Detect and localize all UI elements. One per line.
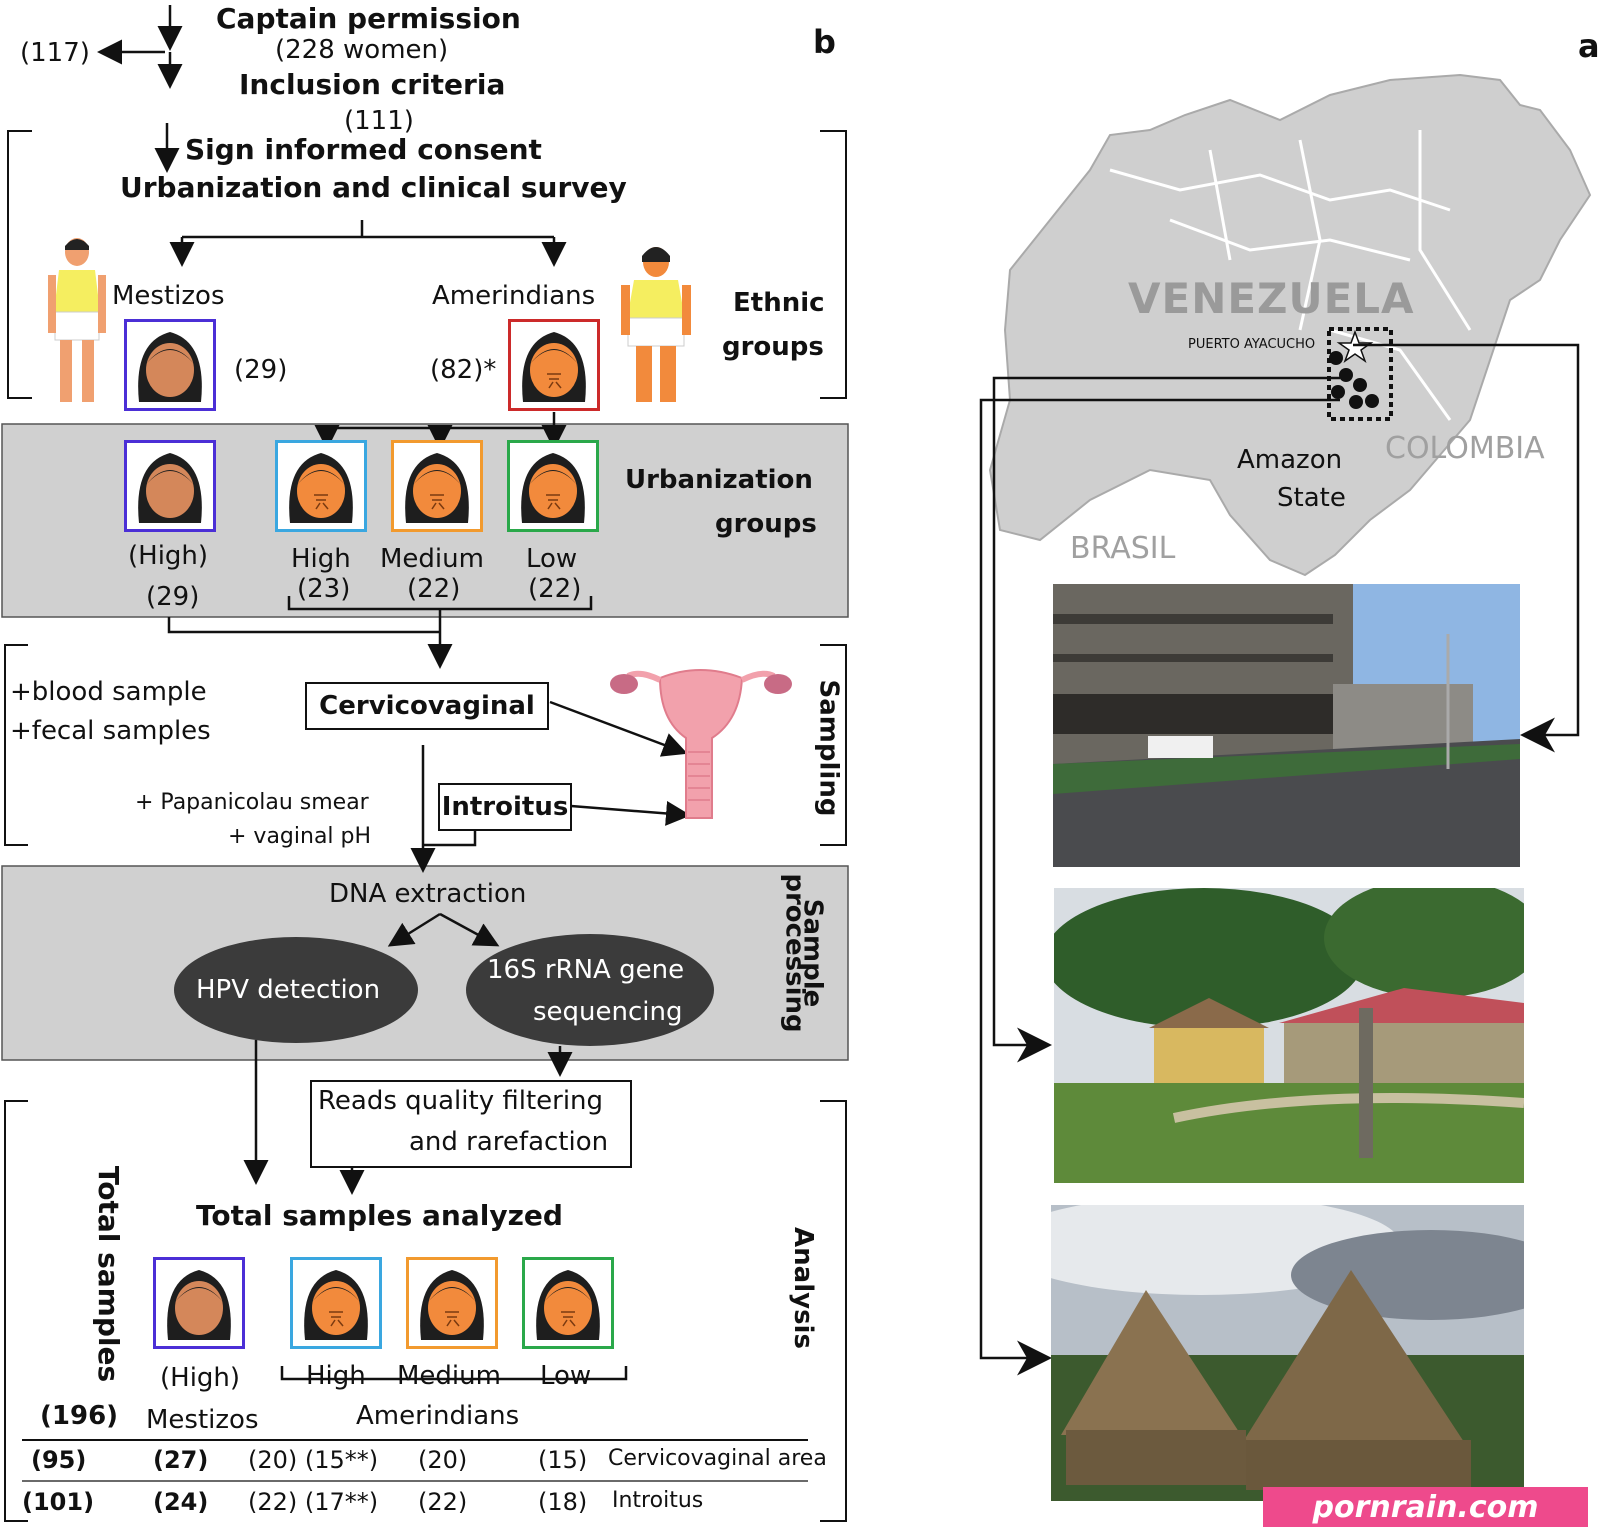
map-colombia: COLOMBIA [1385,431,1545,466]
face-urb-medium [391,440,483,532]
face-analysis-high [290,1257,382,1349]
urb-medium-count: (22) [407,574,461,604]
uterus-illustration [610,669,792,819]
processing-label-2: processing [779,873,810,1033]
row-introitus-name: Introitus [612,1488,704,1513]
analysis-label: Analysis [787,1227,818,1349]
puerto-ayacucho-star [1336,329,1374,363]
woman-figure-mestizo [48,238,106,402]
analysis-total: (196) [40,1401,119,1431]
face-urb-high [275,440,367,532]
reads-line-2: and rarefaction [409,1127,609,1157]
photo-indigenous-huts [1051,1205,1524,1501]
row-cervicovaginal-total: (95) [31,1446,87,1474]
face-urb-low [507,440,599,532]
face-urb-mestizo [124,440,216,532]
urb-high-label: High [291,544,351,574]
urb-mestizo-count: (29) [146,582,200,612]
rrna-line-2: sequencing [533,997,683,1027]
analysis-low: Low [540,1361,592,1391]
analysis-medium: Medium [397,1361,501,1391]
urb-mestizo-label: (High) [128,541,209,571]
ethnic-label-1: Ethnic [733,288,825,318]
face-analysis-low [522,1257,614,1349]
processing-band [1,865,849,1061]
face-analysis-mestizo [153,1257,245,1349]
urbanization-survey: Urbanization and clinical survey [120,171,627,204]
urb-low-label: Low [526,544,578,574]
map-state: State [1277,483,1346,513]
analysis-mestizo-high: (High) [160,1363,241,1393]
urb-medium-label: Medium [380,544,484,574]
dna-extraction: DNA extraction [329,879,527,909]
amerindians-heading: Amerindians [432,281,596,311]
row-cervicovaginal-name: Cervicovaginal area [608,1446,827,1471]
hpv-detection: HPV detection [196,975,381,1005]
map-venezuela: VENEZUELA [1128,274,1415,323]
row-cervicovaginal-low: (15) [538,1446,588,1474]
captain-count: (228 women) [275,35,449,65]
vaginal-ph: + vaginal pH [228,824,372,849]
photo-village-houses [1054,888,1524,1183]
fecal-samples: +fecal samples [10,716,211,746]
mestizos-heading: Mestizos [112,281,225,311]
urbanization-label-1: Urbanization [625,465,813,495]
face-mestizo-top [124,319,216,411]
watermark: pornrain.com [1263,1487,1588,1527]
map-amazon: Amazon [1237,445,1343,475]
blood-sample: +blood sample [10,677,207,707]
total-samples-label: Total samples [92,1165,126,1383]
reads-line-1: Reads quality filtering [318,1086,604,1116]
photo-town-street [1053,584,1520,867]
panel-label-b: b [813,23,836,61]
sampling-label: Sampling [813,679,844,817]
papanicolau-smear: + Papanicolau smear [135,790,369,815]
panel-label-a: a [1578,27,1600,65]
row-cervicovaginal-mestizo: (27) [153,1446,209,1474]
row-introitus-total: (101) [22,1488,95,1516]
row-introitus-medium: (22) [418,1488,468,1516]
captain-permission: Captain permission [216,2,521,35]
woman-figure-amerindian [621,247,691,402]
row-cervicovaginal-medium: (20) [418,1446,468,1474]
reads-box [310,1080,632,1168]
map-connectors [979,343,1580,1376]
map-puerto-ayacucho: PUERTO AYACUCHO [1188,337,1316,352]
face-analysis-medium [406,1257,498,1349]
row-cervicovaginal-high: (20) (15**) [248,1446,379,1474]
ethnic-label-2: groups [722,332,824,362]
sign-consent: Sign informed consent [185,133,542,166]
face-amerindian-top [508,319,600,411]
analysis-mestizos: Mestizos [146,1405,259,1435]
urb-high-count: (23) [297,574,351,604]
urbanization-label-2: groups [715,509,817,539]
excluded-count: (117) [20,38,90,68]
total-samples-analyzed: Total samples analyzed [196,1199,563,1232]
mestizos-count: (29) [234,355,288,385]
map-brasil: BRASIL [1070,531,1176,566]
venezuela-map [988,73,1592,577]
row-introitus-mestizo: (24) [153,1488,209,1516]
row-introitus-high: (22) (17**) [248,1488,379,1516]
hpv-ellipse [174,937,418,1043]
analysis-high: High [306,1361,366,1391]
urb-low-count: (22) [528,574,582,604]
inclusion-count: (111) [344,106,414,136]
amerindians-count: (82)* [430,355,497,385]
rrna-ellipse [466,934,714,1046]
introitus-box: Introitus [438,783,572,831]
cervicovaginal-box: Cervicovaginal [305,682,549,730]
inclusion-criteria: Inclusion criteria [239,68,506,101]
section-brackets [4,130,847,1522]
row-introitus-low: (18) [538,1488,588,1516]
analysis-amerindians: Amerindians [356,1401,520,1431]
rrna-line-1: 16S rRNA gene [487,955,685,985]
